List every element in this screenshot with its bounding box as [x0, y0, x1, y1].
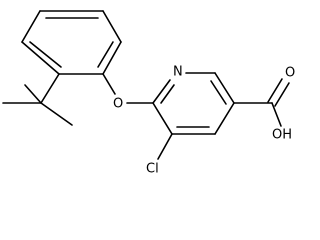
bond-pyridine-c3-c4: [214, 102, 235, 135]
bond-carboxyl-c-o-a: [267, 78, 283, 103]
bond-benzene-inner-3: [29, 41, 62, 68]
bond-pyridine-inner-1: [210, 80, 227, 105]
bond-tbutyl-methyl-up: [24, 84, 42, 104]
nitrogen-label: N: [173, 65, 183, 80]
bond-pyridine-c5-c6: [152, 102, 173, 135]
carbonyl-oxygen-label: O: [285, 66, 295, 81]
chlorine-label: Cl: [146, 162, 159, 177]
ether-oxygen-label: O: [113, 97, 123, 112]
atom-label-set: N O Cl OH O: [113, 65, 295, 177]
bond-tbutyl-methyl-right: [40, 102, 73, 126]
bond-benzene-3: [102, 41, 122, 75]
bond-carboxyl-c-oh: [271, 102, 282, 127]
bond-aryl-oxygen: [102, 73, 116, 95]
bond-benzene-inner-2: [97, 41, 114, 68]
bond-pyridine-c2-c3: [214, 72, 235, 104]
bond-carbon-chlorine: [157, 133, 173, 160]
bond-pyridine-c6-n: [152, 79, 171, 104]
bond-carboxyl-c-o-b: [274, 82, 290, 107]
structure-drawing: N O Cl OH O: [2, 10, 295, 177]
bond-benzene-5: [21, 41, 60, 75]
bond-benzene-6: [21, 10, 41, 43]
molecule-diagram: N O Cl OH O: [2, 10, 295, 177]
bond-tbutyl-attach: [40, 73, 60, 104]
bond-pyridine-inner-3: [160, 84, 175, 104]
hydroxyl-label: OH: [272, 128, 292, 143]
bond-benzene-2: [102, 10, 122, 43]
bond-set: [2, 10, 290, 160]
